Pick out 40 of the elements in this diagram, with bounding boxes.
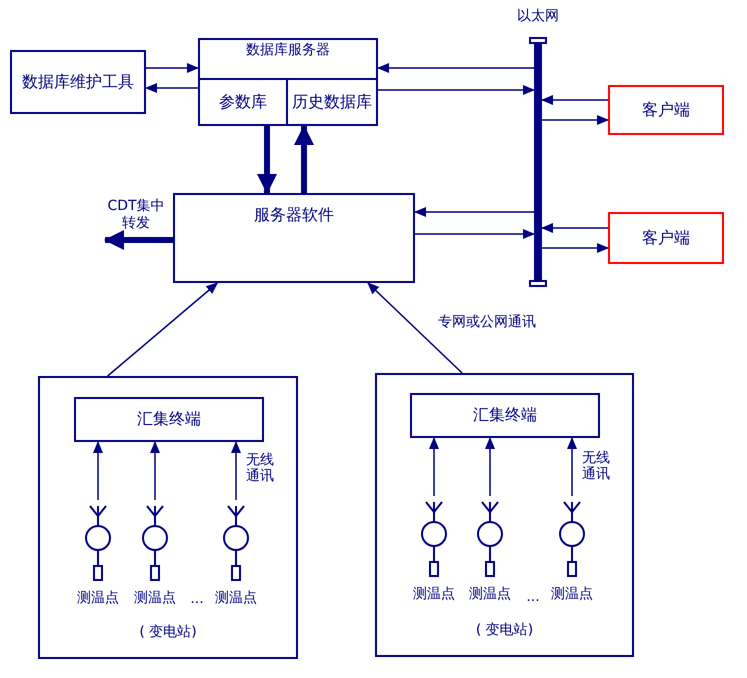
arrow: [257, 126, 277, 194]
process-box: 服务器软件: [173, 193, 415, 283]
note-label: CDT集中转发: [106, 198, 166, 232]
arrow: [378, 85, 535, 95]
node-title: ( 变电站): [138, 624, 198, 641]
sensor-label: 测温点: [133, 590, 177, 607]
arrow: [414, 207, 534, 217]
bus-label: 以太网: [516, 8, 560, 25]
arrow: [377, 63, 534, 73]
node-title: ( 变电站): [474, 622, 534, 639]
sensor-label: 测温点: [412, 586, 456, 603]
process-box: 汇集终端: [410, 393, 600, 438]
arrow: [429, 437, 439, 496]
arrow: [294, 125, 314, 193]
sensor-label: 测温点: [468, 586, 512, 603]
process-box: [198, 38, 378, 126]
arrow: [567, 437, 577, 496]
arrow: [367, 282, 463, 374]
arrow: [104, 230, 173, 250]
edge-label: 专网或公网通讯: [438, 314, 536, 330]
arrow: [541, 223, 608, 233]
arrow: [145, 83, 198, 93]
node-title: 数据库服务器: [245, 42, 331, 59]
sensor-label: 测温点: [76, 590, 120, 607]
arrow: [107, 282, 218, 377]
arrow: [541, 95, 608, 105]
arrow: [150, 441, 160, 500]
process-box: 汇集终端: [74, 397, 264, 442]
arrow: [93, 441, 103, 500]
station-panel: [38, 376, 298, 659]
process-box: 客户端: [608, 85, 724, 135]
arrow: [542, 115, 609, 125]
station-panel: [375, 373, 634, 657]
process-box: 客户端: [608, 212, 724, 264]
arrow: [415, 229, 535, 239]
arrow: [542, 243, 609, 253]
arrow: [231, 441, 241, 500]
arrow: [485, 437, 495, 496]
process-box: 数据库维护工具: [10, 50, 146, 114]
arrow: [146, 63, 199, 73]
